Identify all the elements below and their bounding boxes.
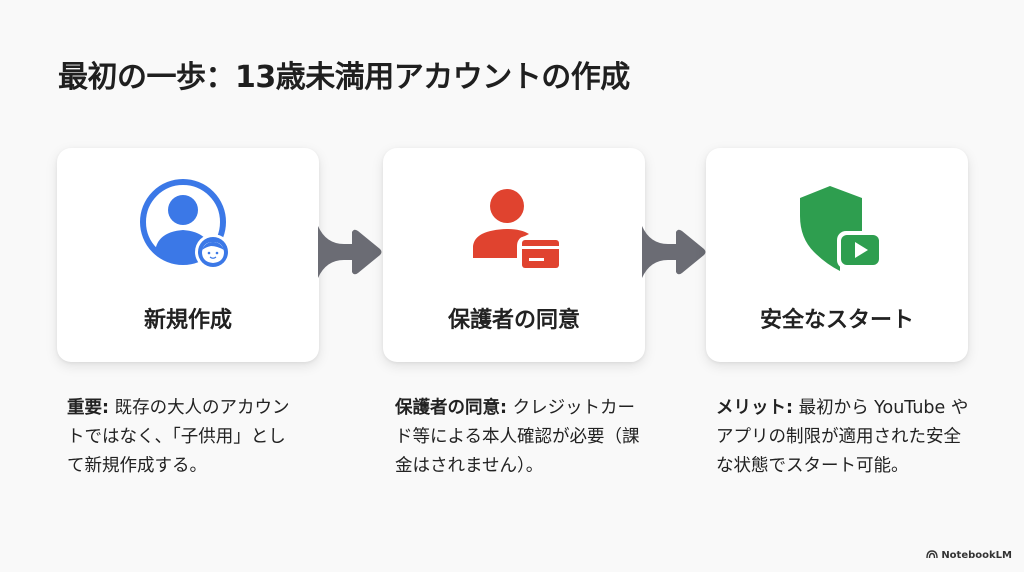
step-description-safe-start: メリット: 最初から YouTube やアプリの制限が適用された安全な状態でスタ… bbox=[716, 394, 978, 481]
step-label: 安全なスタート bbox=[759, 308, 914, 333]
shield-with-play-icon bbox=[782, 176, 892, 276]
description-heading: 保護者の同意: bbox=[395, 398, 507, 418]
description-text: 最初から YouTube やアプリの制限が適用された安全な状態でスタート可能。 bbox=[716, 398, 969, 476]
step-description-guardian-consent: 保護者の同意: クレジットカード等による本人確認が必要（課金はされません）。 bbox=[395, 394, 640, 481]
step-card-new-account: 新規作成 bbox=[57, 148, 319, 362]
description-heading: メリット: bbox=[716, 398, 793, 418]
user-with-child-icon bbox=[133, 176, 243, 276]
user-with-credit-card-icon bbox=[459, 176, 569, 276]
step-card-safe-start: 安全なスタート bbox=[706, 148, 968, 362]
notebooklm-logo-icon bbox=[926, 549, 939, 562]
description-text: クレジットカード等による本人確認が必要（課金はされません）。 bbox=[395, 398, 640, 476]
arrow-right-icon bbox=[640, 222, 710, 282]
step-card-guardian-consent: 保護者の同意 bbox=[383, 148, 645, 362]
description-text: 既存の大人のアカウントではなく、「子供用」として新規作成する。 bbox=[67, 398, 290, 476]
step-description-new-account: 重要: 既存の大人のアカウントではなく、「子供用」として新規作成する。 bbox=[67, 394, 299, 481]
page-title: 最初の一歩：13歳未満用アカウントの作成 bbox=[58, 60, 630, 95]
notebooklm-watermark: NotebookLM bbox=[926, 549, 1012, 562]
step-label: 保護者の同意 bbox=[447, 308, 580, 333]
arrow-right-icon bbox=[316, 222, 386, 282]
brand-label: NotebookLM bbox=[941, 550, 1012, 561]
step-label: 新規作成 bbox=[143, 308, 232, 333]
description-heading: 重要: bbox=[67, 398, 109, 418]
